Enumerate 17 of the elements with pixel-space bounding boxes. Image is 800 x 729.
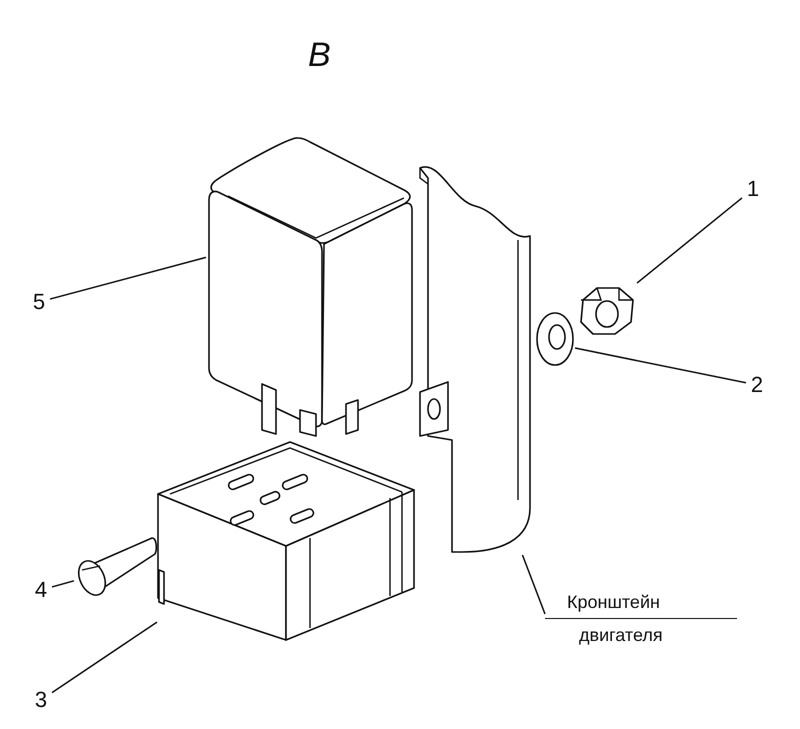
leader-line [522, 554, 546, 614]
view-letter: В [308, 38, 331, 72]
part-label: двигателя [578, 624, 664, 646]
leader-line [636, 197, 742, 284]
washer-drawing [535, 310, 575, 368]
leader-line [574, 347, 746, 384]
callout-number: 1 [746, 178, 760, 200]
part-label: Кронштейн [545, 592, 737, 618]
callout-number: 3 [34, 689, 48, 711]
relay-drawing [206, 136, 414, 438]
leader-line [50, 256, 206, 300]
socket-drawing [157, 441, 416, 642]
callout-number: 2 [750, 374, 764, 396]
leader-line [52, 621, 158, 694]
leader-line [52, 580, 74, 588]
callout-number: 5 [32, 291, 46, 313]
callout-number: 4 [34, 579, 48, 601]
